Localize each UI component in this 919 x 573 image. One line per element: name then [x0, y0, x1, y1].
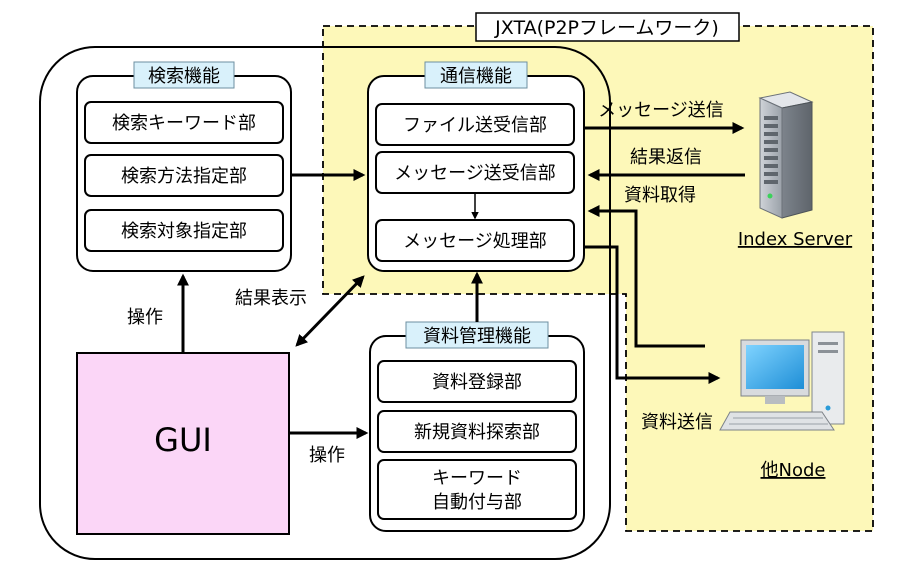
resource-module: 資料管理機能 資料登録部 新規資料探索部 キーワード 自動付与部: [369, 321, 585, 532]
jxta-label: JXTA(P2Pフレームワーク): [494, 17, 719, 39]
new-resource-search-unit-label: 新規資料探索部: [414, 422, 540, 443]
file-transfer-unit-label: ファイル送受信部: [403, 115, 547, 136]
result-display-label: 結果表示: [235, 288, 307, 309]
gui-label: GUI: [154, 421, 212, 459]
keyword-auto-assign-unit: [377, 459, 577, 520]
search-target-unit: [84, 209, 284, 252]
comm-module-title: 通信機能: [440, 66, 512, 87]
gui-box: [76, 352, 290, 535]
search-module: 検索機能 検索キーワード部 検索方法指定部 検索対象指定部: [76, 61, 292, 272]
jxta-label-box: [475, 12, 740, 42]
resource-module-title: 資料管理機能: [423, 326, 531, 347]
search-method-unit: [84, 154, 284, 197]
desktop-computer-icon: [719, 331, 845, 431]
keyword-auto-assign-line2: 自動付与部: [432, 492, 522, 513]
message-processing-unit-label: メッセージ処理部: [403, 231, 547, 252]
search-module-title: 検索機能: [148, 66, 220, 87]
search-target-unit-label: 検索対象指定部: [121, 221, 247, 242]
resource-module-tag: [405, 321, 549, 349]
resource-send-label: 資料送信: [641, 412, 713, 433]
search-keyword-unit: [84, 101, 284, 144]
message-send-label: メッセージ送信: [598, 100, 724, 121]
arrow-resource-get: [587, 205, 705, 348]
op-search-label: 操作: [127, 307, 163, 328]
index-server-label: Index Server: [738, 229, 853, 250]
application-boundary: [39, 46, 611, 560]
resource-get-label: 資料取得: [624, 185, 696, 206]
result-return-label: 結果返信: [630, 147, 702, 168]
message-processing-unit: [375, 219, 575, 262]
op-resource-label: 操作: [309, 445, 345, 466]
comm-module: 通信機能 ファイル送受信部 メッセージ送受信部 メッセージ処理部: [367, 61, 585, 272]
message-transfer-unit-label: メッセージ送受信部: [394, 163, 556, 184]
search-module-tag: [133, 61, 235, 89]
keyword-auto-assign-line1: キーワード: [432, 468, 522, 489]
search-keyword-unit-label: 検索キーワード部: [112, 113, 256, 134]
arrow-resource-send: [584, 245, 721, 384]
server-tower-icon: [758, 91, 814, 219]
new-resource-search-unit: [377, 410, 577, 453]
file-transfer-unit: [375, 103, 575, 146]
resource-register-unit: [377, 360, 577, 403]
resource-register-unit-label: 資料登録部: [432, 372, 522, 393]
comm-module-tag: [424, 61, 528, 89]
search-method-unit-label: 検索方法指定部: [121, 166, 247, 187]
other-node-label: 他Node: [761, 460, 826, 481]
arrow-gui-comm-bidirectional: [295, 275, 365, 347]
